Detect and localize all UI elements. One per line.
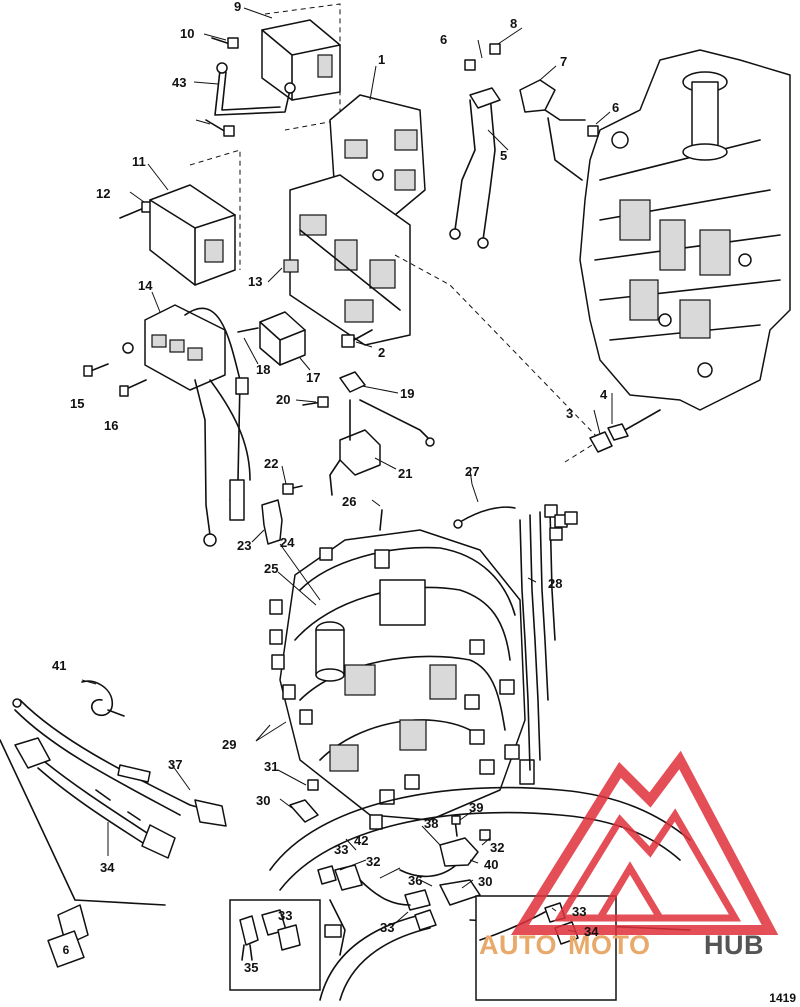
plug-and-cap [589,409,661,453]
callout: 43 [172,75,186,90]
leader-lines [81,7,613,933]
callout: 13 [248,274,262,289]
ecm-module [261,3,341,131]
callout: 22 [264,456,278,471]
callout: 32 [366,854,380,869]
callout: 18 [256,362,270,377]
callout: 27 [465,464,479,479]
callout: 34 [584,924,599,939]
callout: 40 [484,857,498,872]
callout: 41 [52,658,66,673]
sensor-harness [449,43,599,249]
engine-block [579,49,791,411]
main-wiring-harness [279,509,526,821]
screw-18 [237,327,259,333]
callout: 5 [500,148,507,163]
harness-adapter [12,698,227,827]
callout: 21 [398,466,412,481]
ignition-coil [149,149,241,286]
retainer-clip [81,680,125,717]
callout: 33 [278,908,292,923]
callout: 28 [548,576,562,591]
callout: 33 [334,842,348,857]
callout: 37 [168,757,182,772]
regulator-parts [302,371,435,496]
callout: 33 [380,920,394,935]
callout: 30 [478,874,492,889]
callout: 20 [276,392,290,407]
watermark-text: AUTO MOTO HUB [479,930,764,960]
callout: 31 [264,759,278,774]
callout: 29 [222,737,236,752]
callout: 26 [342,494,356,509]
callout-labels: 9 10 43 1 11 12 6 8 7 5 6 13 14 2 17 18 … [52,0,619,975]
callout: 1 [378,52,385,67]
callout: 32 [490,840,504,855]
watermark-logo [510,750,779,935]
callout: 11 [132,154,146,169]
callout: 42 [354,833,368,848]
callout: 2 [378,345,385,360]
callout: 38 [424,816,438,831]
watermark-auto: AUTO [479,930,557,960]
extension-cable [14,737,176,859]
callout: 33 [572,904,586,919]
callout: 14 [138,278,153,293]
callout: 23 [237,538,251,553]
callout: 7 [560,54,567,69]
callout: 17 [306,370,320,385]
tube-label: 6 [63,943,70,957]
bolts-upper-left [119,37,239,219]
wire-leads [453,504,578,771]
harness-connectors [269,547,535,830]
callout: 9 [234,0,241,14]
callout: 10 [180,26,194,41]
callout: 16 [104,418,118,433]
callout: 6 [440,32,447,47]
callout: 4 [600,387,608,402]
screws-15-16 [83,342,147,397]
callout: 15 [70,396,84,411]
cap-and-bolt [261,483,303,545]
mounting-plate [289,174,601,463]
callout: 24 [280,535,295,550]
grease-tube: 6 [0,739,166,968]
callout: 3 [566,406,573,421]
callout: 30 [256,793,270,808]
callout: 6 [612,100,619,115]
small-connector [283,259,299,273]
callout: 19 [400,386,414,401]
watermark-moto: MOTO [568,930,651,960]
relay [259,311,306,366]
callout: 34 [100,860,115,875]
callout: 36 [408,873,422,888]
watermark-hub: HUB [704,930,764,960]
callout: 12 [96,186,110,201]
terminal-block [144,304,251,547]
bolt-2 [341,329,373,348]
detail-inset-left [229,899,321,991]
callout: 39 [469,800,483,815]
callout: 35 [244,960,258,975]
figure-number: 1419 [769,991,796,1005]
callout: 25 [264,561,278,576]
ground-strap [214,62,296,116]
callout: 8 [510,16,517,31]
lower-components [289,779,491,956]
